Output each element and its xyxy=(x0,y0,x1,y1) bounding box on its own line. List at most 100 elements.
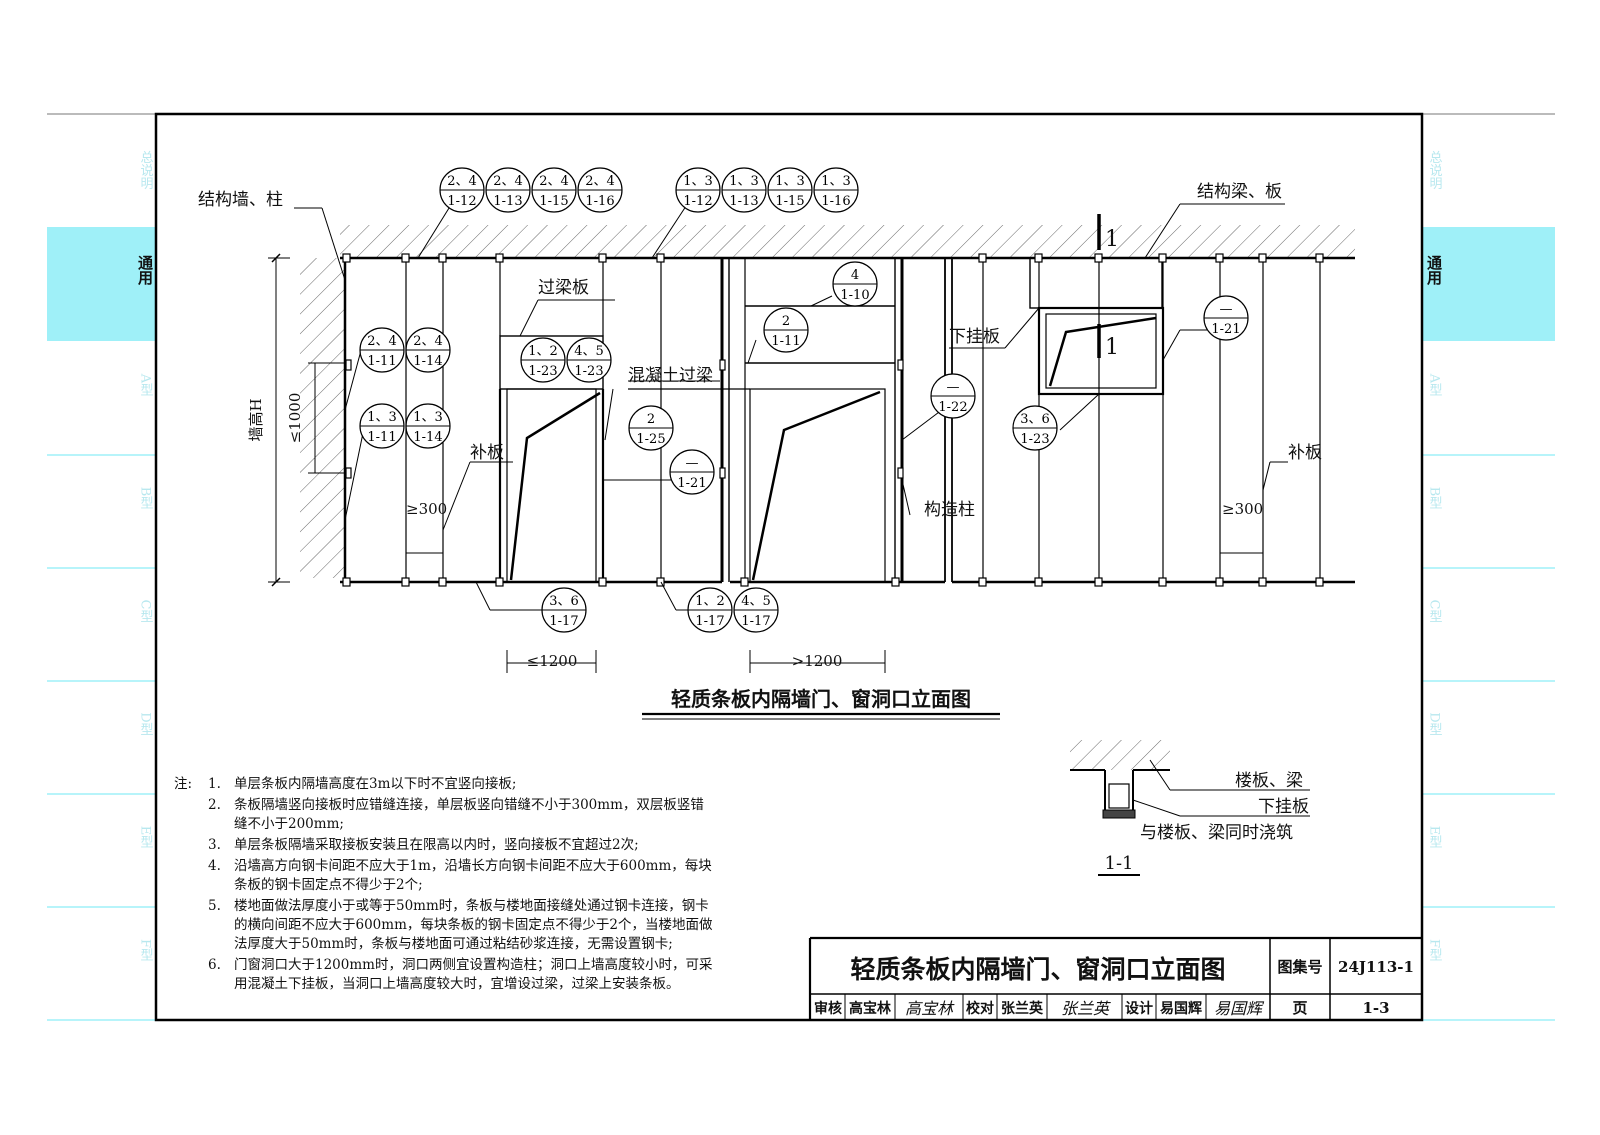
label-hanging-board: 下挂板 xyxy=(949,327,1000,347)
section-labels: 楼板、梁 下挂板 与楼板、梁同时浇筑 1-1 xyxy=(1105,771,1310,874)
ref-bubble-top: 1、2 xyxy=(695,594,725,609)
label-hanging: 下挂板 xyxy=(1258,797,1309,817)
door-opening-right xyxy=(749,388,886,583)
label-wall-height: 墙高H xyxy=(247,398,265,441)
ref-bubble-top: 2、4 xyxy=(493,174,523,189)
ref-bubble: 21-25 xyxy=(628,405,674,451)
section-mark-top: 1 xyxy=(1105,227,1119,252)
check-label: 校对 xyxy=(966,1000,994,1017)
page-number: 1-3 xyxy=(1362,999,1389,1017)
ref-bubble-bottom: 1-15 xyxy=(539,194,568,209)
ref-bubble-bottom: 1-17 xyxy=(695,614,724,629)
ref-bubble-top: — xyxy=(686,456,699,471)
ref-bubble-top: 1、2 xyxy=(528,344,558,359)
ref-bubble-top: 1、3 xyxy=(729,174,759,189)
design-name: 易国辉 xyxy=(1160,1001,1202,1017)
ref-bubble: 2、41-12 xyxy=(439,167,485,213)
right-tab-c: C型 xyxy=(1427,600,1443,623)
section-name: 1-1 xyxy=(1105,853,1134,874)
ref-bubble-top: 2、4 xyxy=(585,174,615,189)
label-lintel-board: 过梁板 xyxy=(538,278,589,298)
note-2-line-1: 条板隔墙竖向接板时应错缝连接，单层板竖向错缝不小于300mm，双层板竖错 xyxy=(234,796,704,813)
steel-clips xyxy=(342,253,1324,587)
ref-bubble-top: 3、6 xyxy=(1020,412,1050,427)
ref-bubble: 1、31-12 xyxy=(675,167,721,213)
ref-bubble-top: 2、4 xyxy=(539,174,569,189)
left-tab-overview: 总说明 xyxy=(138,151,154,191)
note-2-num: 2. xyxy=(208,797,221,813)
review-name: 高宝林 xyxy=(849,1000,891,1017)
ref-bubble-top: 1、3 xyxy=(413,410,443,425)
section-mark-window: 1 xyxy=(1105,335,1119,360)
ref-bubble-bottom: 1-23 xyxy=(574,364,603,379)
ref-bubble-bottom: 1-12 xyxy=(683,194,712,209)
section-detail xyxy=(1070,740,1310,876)
left-tab-d: D型 xyxy=(138,712,154,735)
right-tab-e: E型 xyxy=(1427,826,1443,849)
ref-bubble: 1、31-15 xyxy=(767,167,813,213)
ref-bubble-bottom: 1-15 xyxy=(775,194,804,209)
note-2-line-2: 缝不小于200mm; xyxy=(234,816,344,832)
ref-bubble-top: — xyxy=(1220,302,1233,317)
ref-bubble-top: 4、5 xyxy=(574,344,604,359)
note-1-num: 1. xyxy=(208,776,221,792)
ref-bubble: 41-10 xyxy=(832,261,878,307)
note-6-num: 6. xyxy=(208,957,221,973)
label-cast: 与楼板、梁同时浇筑 xyxy=(1140,823,1293,843)
notes-prefix: 注: xyxy=(174,776,192,792)
note-4-line-1: 沿墙高方向钢卡间距不应大于1m，沿墙长方向钢卡间距不应大于600mm，每块 xyxy=(234,857,712,874)
ref-bubble: 1、2 1-17 xyxy=(687,587,733,633)
ref-bubble: 2、41-13 xyxy=(485,167,531,213)
note-4-line-2: 条板的钢卡固定点不得少于2个; xyxy=(234,876,423,893)
left-tab-e: E型 xyxy=(138,826,154,849)
check-signature: 张兰英 xyxy=(1061,999,1111,1018)
right-tab-d: D型 xyxy=(1427,712,1443,735)
ref-bubble: 1、2 1-23 xyxy=(520,337,566,383)
label-patch-right: 补板 xyxy=(1288,443,1322,463)
ref-bubble: 1、31-16 xyxy=(813,167,859,213)
page-label: 页 xyxy=(1292,999,1307,1017)
dim-ge300-left: ≥300 xyxy=(406,500,447,518)
ref-bubble-bottom: 1-17 xyxy=(549,614,578,629)
ref-bubble: 1、31-13 xyxy=(721,167,767,213)
ref-bubble-bottom: 1-21 xyxy=(1211,322,1240,337)
ref-bubble-bottom: 1-12 xyxy=(447,194,476,209)
left-tab-general: 通用 xyxy=(136,255,154,286)
label-struct-beam: 结构梁、板 xyxy=(1197,182,1282,202)
left-tab-b: B型 xyxy=(138,487,154,510)
ref-bubble: 3、6 1-23 xyxy=(1012,405,1058,451)
ref-bubble: 2、4 1-11 xyxy=(359,327,405,373)
label-patch-left: 补板 xyxy=(470,443,504,463)
door-opening-left xyxy=(506,388,597,583)
ref-bubble-bottom: 1-14 xyxy=(413,354,442,369)
ref-bubble-top: 2 xyxy=(647,412,655,427)
ref-bubble-bottom: 1-21 xyxy=(677,476,706,491)
note-5-line-1: 楼地面做法厚度小于或等于50mm时，条板与楼地面接缝处通过钢卡连接，钢卡 xyxy=(234,897,709,914)
window-frame xyxy=(1037,306,1165,396)
ref-bubble-top: 4、5 xyxy=(741,594,771,609)
ref-bubble: 4、5 1-23 xyxy=(566,337,612,383)
drawing-title: 轻质条板内隔墙门、窗洞口立面图 xyxy=(671,687,971,711)
right-tab-f: F型 xyxy=(1427,939,1443,961)
ref-bubble-bottom: 1-23 xyxy=(528,364,557,379)
ref-bubble: 4、51-17 xyxy=(733,587,779,633)
check-name: 张兰英 xyxy=(1001,1000,1044,1017)
ref-bubble-top: 2 xyxy=(782,314,790,329)
ref-bubble-top: 1、3 xyxy=(367,410,397,425)
label-concrete-lintel: 混凝土过梁 xyxy=(628,366,713,386)
top-slab-hatch xyxy=(340,225,1355,258)
label-struct-wall: 结构墙、柱 xyxy=(198,190,283,210)
reference-bubbles: 2、41-122、41-132、41-152、41-161、31-121、31-… xyxy=(359,167,1249,633)
note-6-line-2: 用混凝土下挂板，当洞口上墙高度较大时，宜增设过梁，过梁上安装条板。 xyxy=(234,975,680,992)
ref-bubble-top: 2、4 xyxy=(367,334,397,349)
ref-bubble: 1、31-11 xyxy=(359,403,405,449)
notes: 注: 1. 单层条板内隔墙高度在3m以下时不宜竖向接板; 2. 条板隔墙竖向接板… xyxy=(174,775,713,992)
ref-bubble-bottom: 1-10 xyxy=(840,288,869,303)
note-1-line-1: 单层条板内隔墙高度在3m以下时不宜竖向接板; xyxy=(234,775,516,792)
note-4-num: 4. xyxy=(208,858,221,874)
left-tab-a: A型 xyxy=(138,373,154,396)
ref-bubble: — 1-21 xyxy=(1203,295,1249,341)
ref-bubble-bottom: 1-23 xyxy=(1020,432,1049,447)
ref-bubble-bottom: 1-11 xyxy=(367,354,396,369)
